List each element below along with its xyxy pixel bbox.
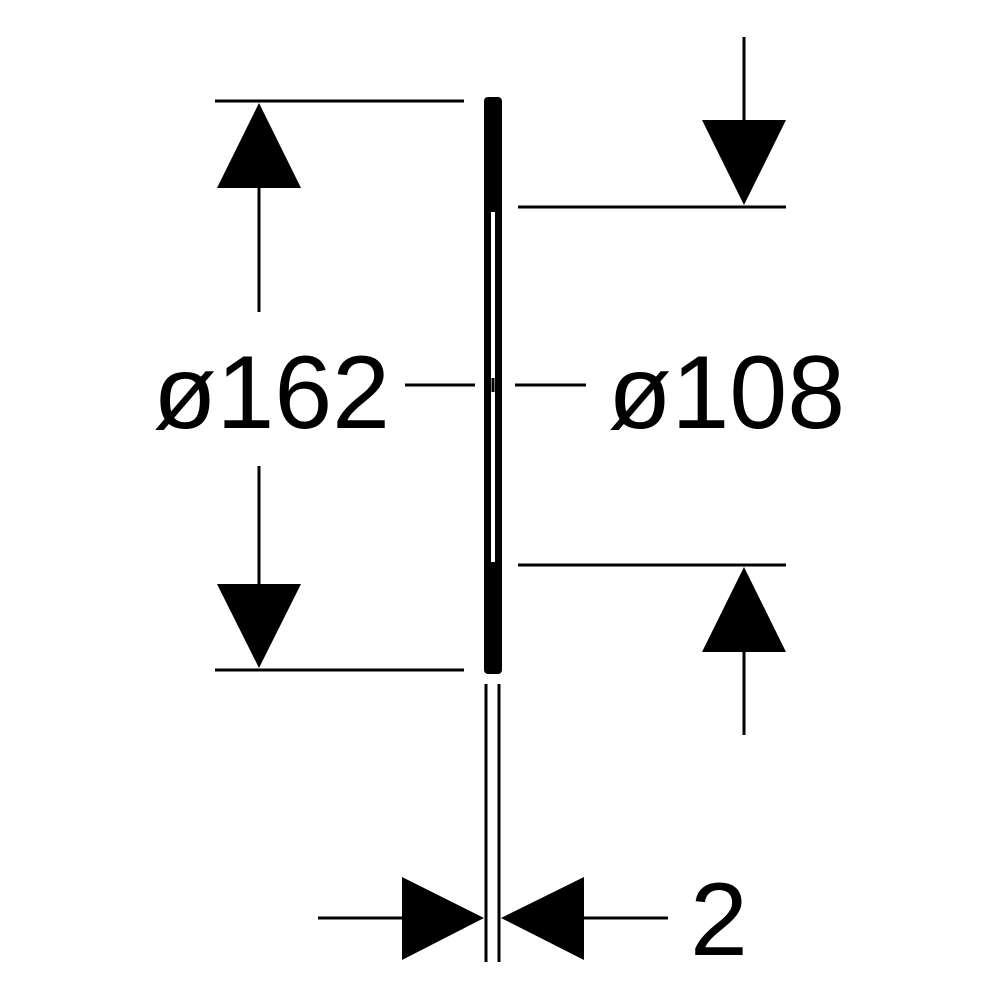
thickness-arrow-left-icon <box>501 877 584 960</box>
thickness-label: 2 <box>690 862 748 978</box>
thickness-dimension: 2 <box>318 862 748 978</box>
outer-arrow-down-icon <box>217 584 301 668</box>
inner-diameter-label: ø108 <box>608 335 845 451</box>
thickness-arrow-right-icon <box>402 877 484 960</box>
inner-diameter-dimension: ø108 <box>518 37 845 735</box>
thickness-extension-lines <box>484 684 501 962</box>
outer-diameter-dimension: ø162 <box>153 99 464 672</box>
part-profile <box>484 97 502 674</box>
outer-diameter-label: ø162 <box>153 335 390 451</box>
outer-arrow-up-icon <box>217 103 301 188</box>
inner-arrow-up-icon <box>702 567 786 652</box>
inner-arrow-down-icon <box>702 120 786 205</box>
